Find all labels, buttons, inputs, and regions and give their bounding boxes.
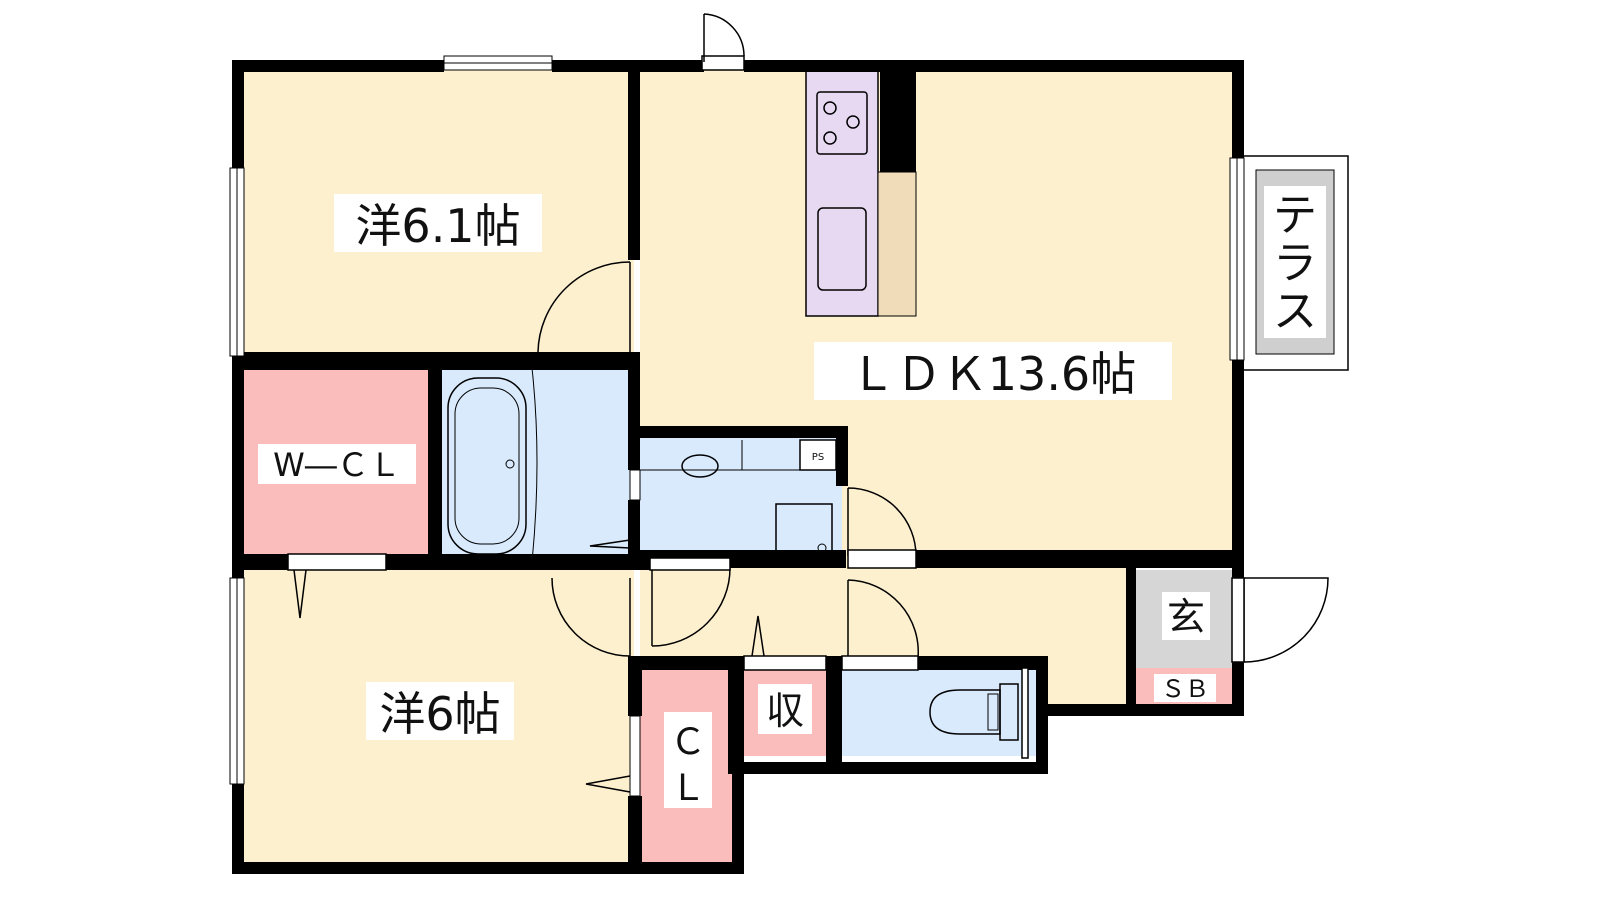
bathtub-inner	[454, 387, 520, 545]
door-washroom	[847, 487, 917, 557]
label-bg	[258, 444, 416, 484]
label-bg	[758, 684, 812, 734]
door-front	[1243, 577, 1329, 663]
door-wcl	[293, 569, 307, 619]
room-label-terrace-2: ラ	[1273, 238, 1317, 289]
washbasin	[681, 454, 719, 478]
label-bg	[664, 712, 712, 808]
label-bg	[1264, 186, 1326, 338]
burner-icon	[846, 115, 860, 129]
toilet-seat	[987, 693, 999, 731]
burner-icon	[823, 131, 837, 145]
room-label-western-a: 洋6.1帖	[355, 199, 520, 253]
room-toilet-fill	[840, 668, 1036, 756]
pipe-space-label: PS	[812, 452, 824, 463]
room-label-cl-bottom: Ｌ	[670, 768, 706, 809]
room-label-shoebox: ＳＢ	[1161, 675, 1209, 703]
drain-icon	[505, 459, 515, 469]
door-entrance-top	[703, 13, 745, 62]
kitchen-wall-column	[880, 68, 916, 172]
door-hall	[651, 567, 731, 647]
label-bg	[814, 342, 1172, 400]
door-western-a	[537, 261, 631, 353]
room-label-cl-top: Ｃ	[670, 722, 706, 763]
room-label-western-b: 洋6帖	[379, 687, 500, 741]
doors	[287, 13, 1329, 793]
stove	[816, 91, 868, 155]
door-toilet	[847, 579, 919, 659]
door-bath	[589, 539, 631, 549]
windows	[229, 55, 1245, 797]
room-label-wcl: W―ＣＬ	[273, 446, 401, 484]
door-cl	[585, 775, 631, 793]
sink	[817, 207, 867, 291]
burner-icon	[823, 101, 837, 115]
walls	[232, 60, 1244, 874]
door-storage	[751, 615, 765, 657]
room-label-terrace-1: テ	[1273, 190, 1317, 241]
room-label-terrace-3: ス	[1273, 286, 1317, 337]
room-label-entrance: 玄	[1167, 595, 1205, 639]
kitchen-side-counter	[877, 171, 917, 317]
room-label-storage: 収	[766, 689, 804, 733]
door-western-b	[551, 577, 631, 657]
label-bg	[366, 682, 514, 740]
toilet-bowl	[929, 689, 1001, 735]
label-bg	[334, 194, 542, 252]
label-bg	[1154, 674, 1216, 702]
room-label-ldk: ＬＤＫ13.6帖	[850, 347, 1136, 401]
room-bath-fill	[438, 368, 634, 562]
toilet-tank	[999, 683, 1019, 741]
bath-partition	[531, 367, 538, 563]
label-bg	[1162, 592, 1210, 640]
